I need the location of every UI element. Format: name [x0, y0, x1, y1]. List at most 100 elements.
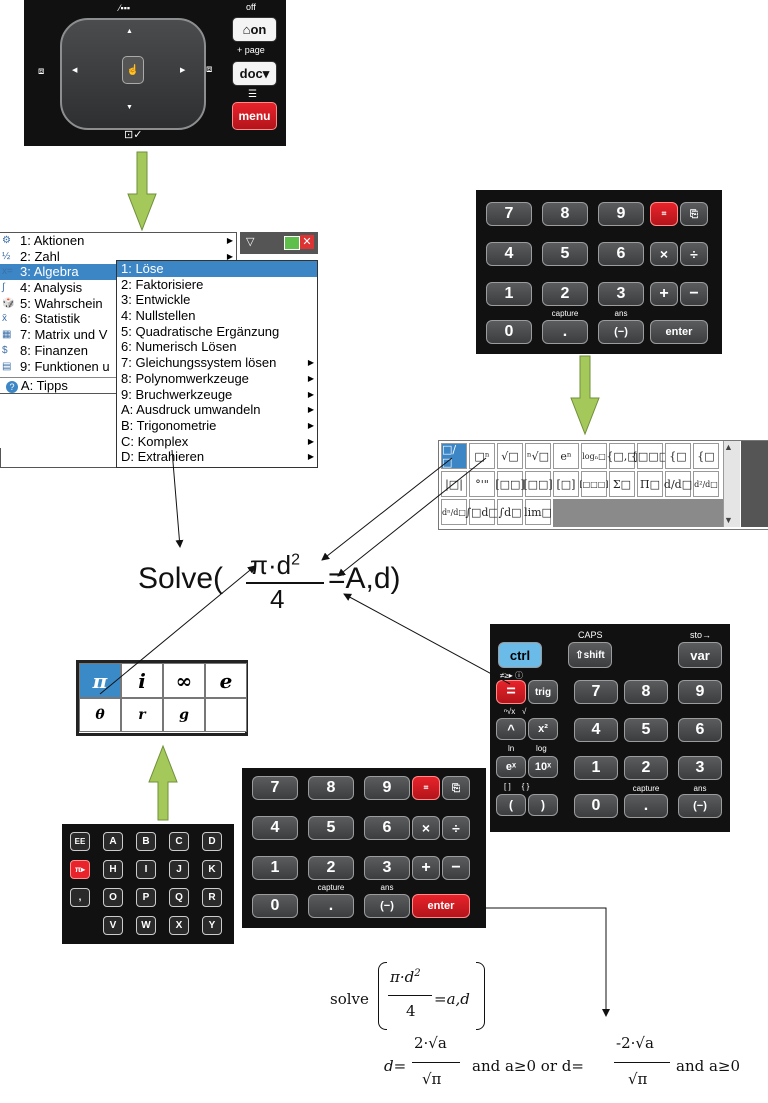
- plus-button[interactable]: +: [650, 282, 678, 306]
- template-row2-9[interactable]: d²/d□: [693, 471, 719, 497]
- numpad_top-key-6[interactable]: 1: [486, 282, 532, 306]
- submenu-item-12[interactable]: C: Komplex▶: [117, 434, 317, 450]
- numpad_top-key-5[interactable]: 6: [598, 242, 644, 266]
- catalog-button[interactable]: ⌗: [412, 776, 440, 800]
- enter-button[interactable]: enter: [412, 894, 470, 918]
- numpad_bottom-key-10[interactable]: .: [308, 894, 354, 918]
- submenu-item-6[interactable]: 6: Numerisch Lösen: [117, 339, 317, 355]
- numpad_bottom-key-0[interactable]: 7: [252, 776, 298, 800]
- template-row1-9[interactable]: {□: [693, 443, 719, 469]
- symbol-row2-3[interactable]: [205, 698, 247, 732]
- touchpad-center[interactable]: ☝: [122, 56, 144, 84]
- template-row2-5[interactable]: [□□□]: [580, 471, 608, 497]
- doc-button[interactable]: doc▾: [232, 61, 277, 86]
- numpad_top-key-2[interactable]: 9: [598, 202, 644, 226]
- scroll-up-icon[interactable]: ▲: [724, 442, 733, 452]
- ctrl-key-1[interactable]: 8: [624, 680, 668, 704]
- alpha-key-0-3[interactable]: C: [169, 832, 189, 851]
- times-button[interactable]: ×: [412, 816, 440, 840]
- alpha-key-1-0[interactable]: π▸: [70, 860, 90, 879]
- catalog-button[interactable]: ⌗: [650, 202, 678, 226]
- rparen-button[interactable]: ): [528, 794, 558, 816]
- submenu-item-2[interactable]: 2: Faktorisiere: [117, 277, 317, 293]
- alpha-key-1-3[interactable]: J: [169, 860, 189, 879]
- numpad_top-key-9[interactable]: 0: [486, 320, 532, 344]
- close-icon[interactable]: ✕: [300, 235, 314, 249]
- template-row1-3[interactable]: ⁿ√□: [525, 443, 551, 469]
- numpad_bottom-key-9[interactable]: 0: [252, 894, 298, 918]
- times-button[interactable]: ×: [650, 242, 678, 266]
- numpad_top-key-8[interactable]: 3: [598, 282, 644, 306]
- book-icon[interactable]: ⎘: [680, 202, 708, 226]
- ctrl-key-9[interactable]: 0: [574, 794, 618, 818]
- scroll-down-icon[interactable]: ▼: [724, 515, 733, 525]
- symbol-row1-1[interactable]: i: [121, 663, 163, 698]
- submenu-item-3[interactable]: 3: Entwickle: [117, 292, 317, 308]
- numpad_bottom-key-2[interactable]: 9: [364, 776, 410, 800]
- ctrl-key-4[interactable]: 5: [624, 718, 668, 742]
- template-row1-1[interactable]: □ⁿ: [469, 443, 495, 469]
- template-row3-3[interactable]: lim□: [524, 499, 552, 525]
- numpad_top-key-3[interactable]: 4: [486, 242, 532, 266]
- template-row1-8[interactable]: {□: [665, 443, 691, 469]
- numpad_bottom-key-3[interactable]: 4: [252, 816, 298, 840]
- ctrl-key-2[interactable]: 9: [678, 680, 722, 704]
- alpha-key-0-1[interactable]: A: [103, 832, 123, 851]
- tab-right-icon[interactable]: ⧈: [206, 64, 213, 75]
- symbol-row1-2[interactable]: ∞: [163, 663, 205, 698]
- alpha-key-0-4[interactable]: D: [202, 832, 222, 851]
- ctrl-button[interactable]: ctrl: [498, 642, 542, 668]
- arrow-right-icon[interactable]: ▶: [180, 67, 186, 74]
- arrow-down-icon[interactable]: ▼: [126, 104, 133, 111]
- var-button[interactable]: var: [678, 642, 722, 668]
- template-row3-2[interactable]: ∫d□: [497, 499, 523, 525]
- ctrl-key-8[interactable]: 3: [678, 756, 722, 780]
- enter-button[interactable]: enter: [650, 320, 708, 344]
- template-row3-0[interactable]: dⁿ/d□: [441, 499, 467, 525]
- symbol-row2-1[interactable]: r: [121, 698, 163, 732]
- template-row2-8[interactable]: d/d□: [664, 471, 692, 497]
- template-row1-5[interactable]: logₙ□: [581, 443, 607, 469]
- template-row3-1[interactable]: ∫□d□: [465, 499, 499, 525]
- symbol-row2-2[interactable]: g: [163, 698, 205, 732]
- numpad_bottom-key-4[interactable]: 5: [308, 816, 354, 840]
- submenu-item-10[interactable]: A: Ausdruck umwandeln▶: [117, 402, 317, 418]
- numpad_top-key-0[interactable]: 7: [486, 202, 532, 226]
- alpha-key-2-0[interactable]: ,: [70, 888, 90, 907]
- caret-button[interactable]: ^: [496, 718, 526, 740]
- ctrl-key-7[interactable]: 2: [624, 756, 668, 780]
- numpad_top-key-7[interactable]: 2: [542, 282, 588, 306]
- palette-scrollbar[interactable]: [723, 441, 740, 527]
- alpha-key-1-4[interactable]: K: [202, 860, 222, 879]
- submenu-item-11[interactable]: B: Trigonometrie▶: [117, 418, 317, 434]
- submenu-item-13[interactable]: D: Extrahieren▶: [117, 449, 317, 465]
- numpad_top-key-1[interactable]: 8: [542, 202, 588, 226]
- alpha-key-3-1[interactable]: V: [103, 916, 123, 935]
- submenu-item-8[interactable]: 8: Polynomwerkzeuge▶: [117, 371, 317, 387]
- template-row2-1[interactable]: °'": [469, 471, 495, 497]
- template-row1-7[interactable]: {□□□: [631, 443, 669, 469]
- alpha-key-2-4[interactable]: R: [202, 888, 222, 907]
- numpad_top-key-10[interactable]: .: [542, 320, 588, 344]
- ctrl-key-3[interactable]: 4: [574, 718, 618, 742]
- ctrl-key-0[interactable]: 7: [574, 680, 618, 704]
- numpad_bottom-key-1[interactable]: 8: [308, 776, 354, 800]
- template-row1-6[interactable]: {□,□: [606, 443, 638, 469]
- book-icon[interactable]: ⎘: [442, 776, 470, 800]
- alpha-key-2-2[interactable]: P: [136, 888, 156, 907]
- lparen-button[interactable]: (: [496, 794, 526, 816]
- menu-item-1[interactable]: ⚙1: Aktionen▶: [0, 233, 236, 249]
- template-row2-4[interactable]: [□]: [553, 471, 579, 497]
- submenu-item-9[interactable]: 9: Bruchwerkzeuge▶: [117, 387, 317, 403]
- symbol-row1-3[interactable]: e: [205, 663, 247, 698]
- numpad_bottom-key-6[interactable]: 1: [252, 856, 298, 880]
- menu-button[interactable]: menu: [232, 102, 277, 130]
- minus-button[interactable]: −: [442, 856, 470, 880]
- submenu-item-7[interactable]: 7: Gleichungssystem lösen▶: [117, 355, 317, 371]
- template-row2-7[interactable]: Π□: [637, 471, 663, 497]
- symbol-row1-0[interactable]: π: [79, 663, 121, 698]
- alpha-key-2-1[interactable]: O: [103, 888, 123, 907]
- alpha-key-1-1[interactable]: H: [103, 860, 123, 879]
- ctrl-key-11[interactable]: (−): [678, 794, 722, 818]
